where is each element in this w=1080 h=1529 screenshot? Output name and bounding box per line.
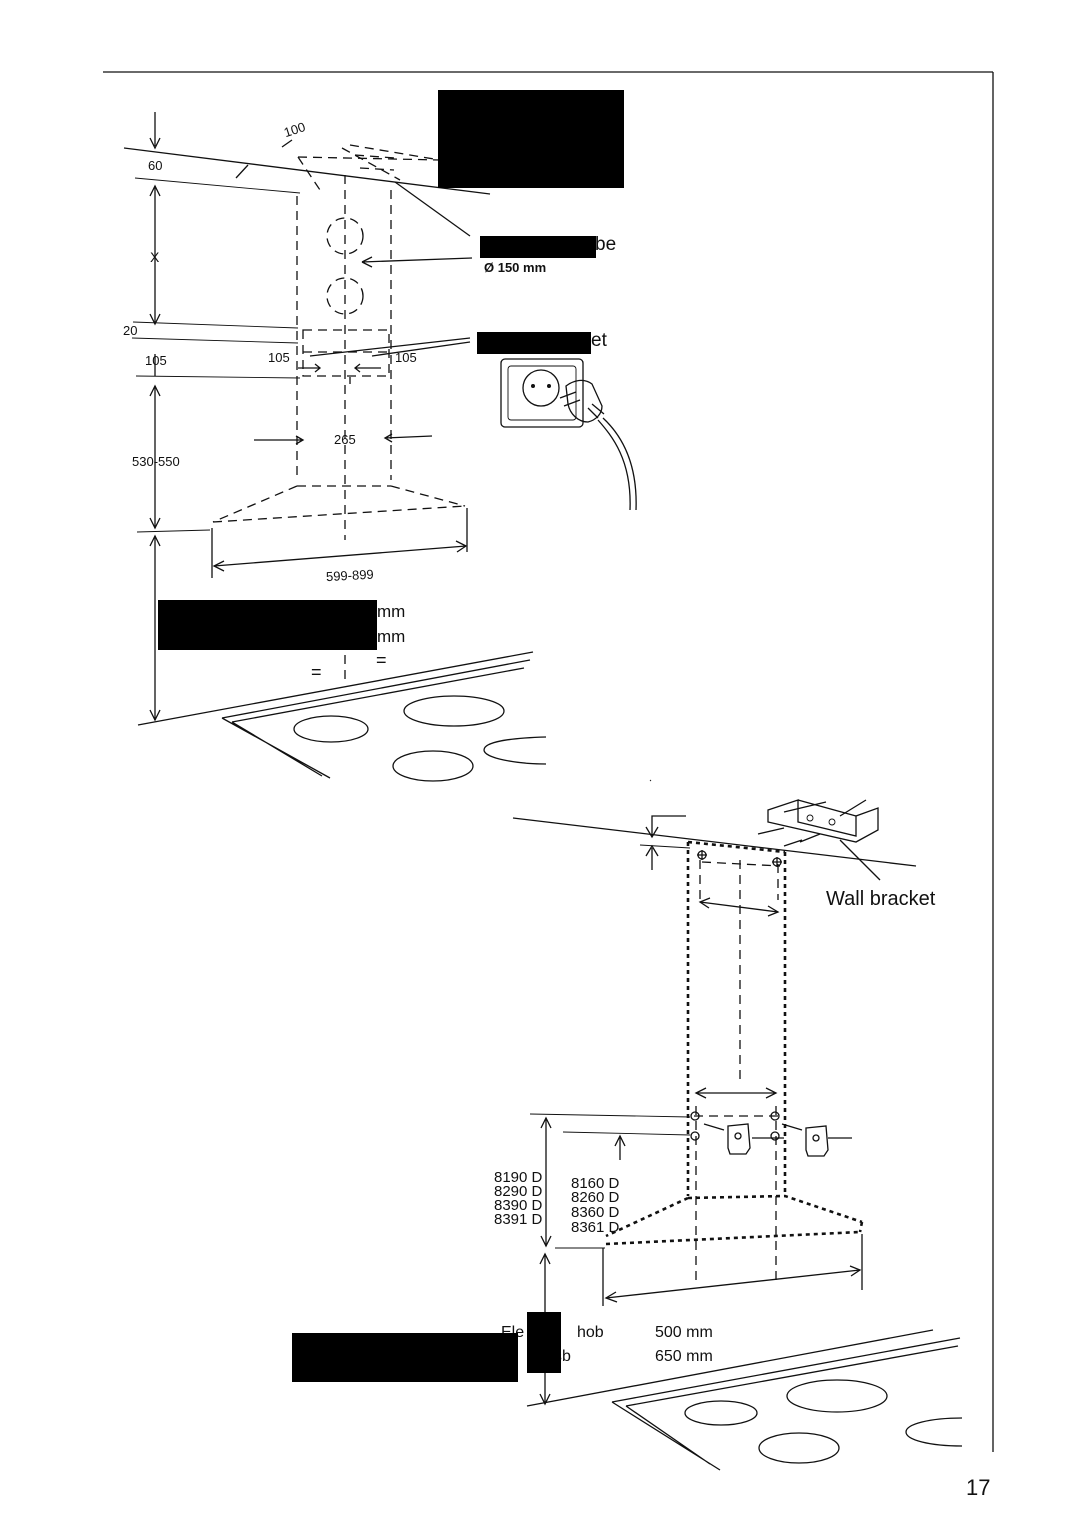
clearance-hob-2-right2: b <box>562 1348 571 1365</box>
model-right-4: 8361 D <box>571 1219 620 1236</box>
model-left-2: 8290 D <box>494 1183 543 1200</box>
wall-bracket-label: Wall bracket <box>826 888 936 910</box>
model-right-3: 8360 D <box>571 1204 620 1221</box>
model-left-3: 8390 D <box>494 1197 543 1214</box>
dim-top-offset: 60 <box>148 158 162 173</box>
dim-width-265: 265 <box>334 432 356 447</box>
redaction-block <box>527 1312 561 1373</box>
socket-plug-icon <box>500 358 637 511</box>
redaction-block <box>438 90 624 188</box>
exhaust-pipe-label: be <box>595 234 616 255</box>
model-left-1: 8190 D <box>494 1169 543 1186</box>
dim-range-599-899: 599-899 <box>326 567 374 584</box>
dim-top-depth: 100 <box>282 119 307 140</box>
equal-mark-left: = <box>311 662 322 682</box>
equal-mark-right: = <box>376 650 387 670</box>
dim-x-label: X <box>150 249 160 265</box>
dim-gap-20: 20 <box>123 323 137 338</box>
page-number: 17 <box>966 1475 990 1500</box>
clearance-value-1: 500 mm <box>655 1324 713 1341</box>
wall-bracket-diagram: Wall bracket 8190 D 8290 D 8390 D 8391 D… <box>292 779 963 1471</box>
dim-inner-105-right: 105 <box>395 350 417 365</box>
model-left-4: 8391 D <box>494 1211 543 1228</box>
model-right-1: 8160 D <box>571 1175 620 1192</box>
redaction-block <box>158 600 377 650</box>
redaction-block <box>477 332 591 354</box>
power-outlet-label: et <box>591 330 608 351</box>
redaction-block <box>480 236 596 258</box>
clearance-hob-1-right: hob <box>577 1324 604 1341</box>
dim-range-530-550: 530-550 <box>132 454 180 469</box>
redaction-block <box>292 1333 518 1382</box>
dim-inner-105-left: 105 <box>268 350 290 365</box>
dim-left-105: 105 <box>145 353 167 368</box>
model-right-2: 8260 D <box>571 1189 620 1206</box>
exhaust-pipe-diameter: Ø 150 mm <box>484 260 546 275</box>
clearance-value-2: 650 mm <box>655 1348 713 1365</box>
hood-dimension-diagram: 60 100 X 20 105 105 105 265 530-550 599-… <box>123 90 624 782</box>
clearance-line2-tail: mm <box>377 627 405 646</box>
wall-bracket-icon <box>757 799 881 881</box>
clearance-line1-tail: mm <box>377 602 405 621</box>
page-frame <box>103 71 994 1452</box>
